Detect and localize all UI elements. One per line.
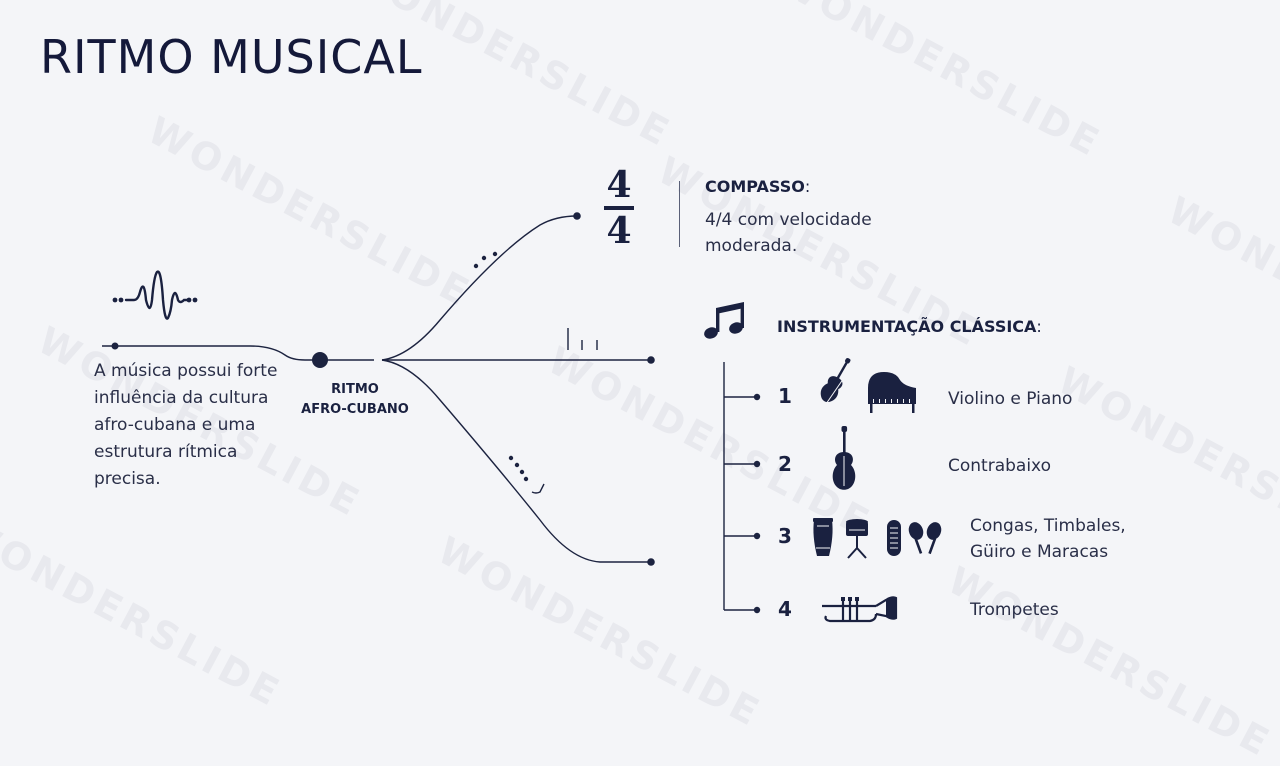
item-3-label-line1: Congas, Timbales,: [970, 516, 1126, 536]
time-signature: 4 4: [600, 166, 638, 250]
compasso-heading: COMPASSO:: [705, 177, 810, 196]
violin-icon: [820, 358, 851, 403]
timbale-icon: [846, 519, 868, 559]
instrumentacao-colon: :: [1036, 317, 1042, 336]
item-1-label: Violino e Piano: [948, 389, 1073, 409]
compasso-colon: :: [804, 177, 811, 196]
item-3-number: 3: [778, 524, 792, 548]
item-2-label: Contrabaixo: [948, 456, 1051, 476]
trumpet-icon: [822, 596, 898, 623]
item-4-label: Trompetes: [970, 600, 1059, 620]
conga-icon: [813, 518, 833, 556]
maracas-icon: [908, 522, 942, 555]
music-note-icon: [704, 302, 744, 339]
diagram-lines: [102, 212, 942, 623]
time-signature-numerator: 4: [606, 164, 632, 206]
item-2-number: 2: [778, 452, 792, 476]
description-text: A música possui forte influência da cult…: [94, 361, 278, 489]
center-node-line1: RITMO: [331, 382, 379, 397]
instrumentacao-heading-text: INSTRUMENTAÇÃO CLÁSSICA: [777, 317, 1037, 336]
fraction-bar: [604, 206, 634, 210]
center-node-line2: AFRO-CUBANO: [301, 402, 409, 417]
waveform-icon: [124, 270, 190, 320]
divider: [679, 181, 680, 247]
center-node-label: RITMO AFRO-CUBANO: [290, 380, 420, 420]
item-3-label-line2: Güiro e Maracas: [970, 542, 1109, 562]
item-1-number: 1: [778, 384, 792, 408]
time-signature-denominator: 4: [606, 210, 632, 252]
item-4-number: 4: [778, 597, 792, 621]
piano-icon: [868, 372, 916, 413]
compasso-heading-text: COMPASSO: [705, 177, 805, 196]
instrumentacao-heading: INSTRUMENTAÇÃO CLÁSSICA:: [777, 317, 1042, 336]
page-title: RITMO MUSICAL: [40, 30, 423, 84]
compasso-text: 4/4 com velocidade moderada.: [705, 210, 872, 256]
